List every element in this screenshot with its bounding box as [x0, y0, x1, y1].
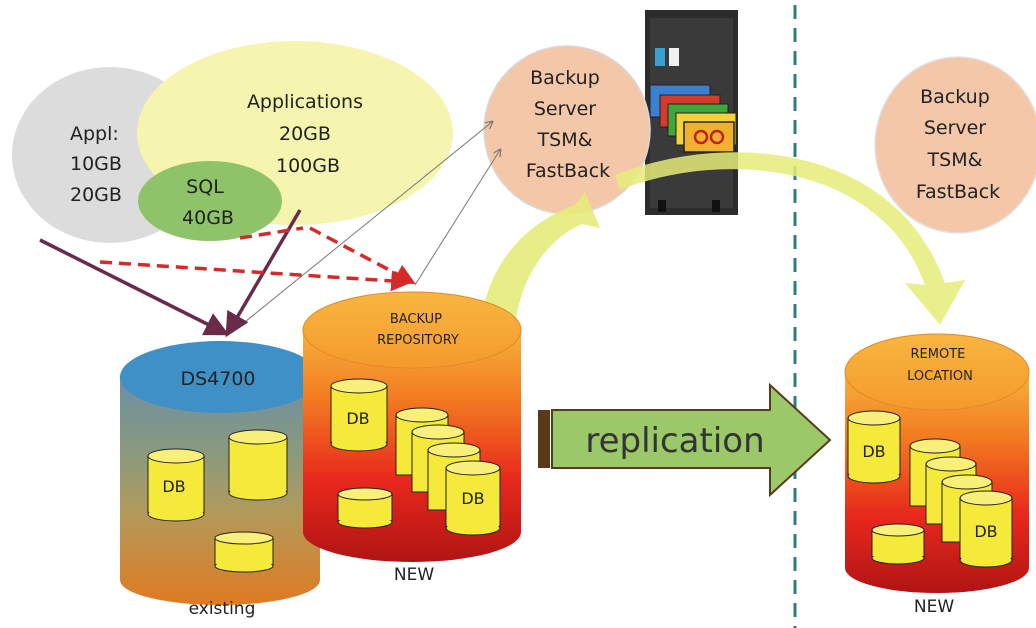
svg-text:Applications 20GB: Applications 20GB 100GB	[247, 91, 369, 177]
remote-label-line-1: REMOTE	[911, 347, 966, 362]
repo-caption: NEW	[394, 565, 434, 585]
db-label: DB	[974, 522, 997, 541]
dark-arrow-appl-to-ds4700	[39, 238, 230, 336]
replication-label: replication	[585, 421, 764, 461]
thin-arrow-appl-to-server	[234, 122, 492, 331]
tape-cartridges-icon	[649, 84, 737, 153]
db-cylinder: DB	[147, 448, 205, 522]
dashed-arrow-appl-to-repo	[99, 260, 413, 292]
svg-text:SQL 40GB: SQL 40GB	[182, 176, 234, 229]
remote-caption: NEW	[914, 597, 954, 617]
sql-line-2: 40GB	[182, 207, 234, 229]
db-cylinder: DB	[330, 378, 388, 452]
ds4700-cylinder: DS4700 DB existing	[120, 341, 320, 619]
backup-server-ellipse-left: Backup Server TSM& FastBack	[483, 45, 651, 215]
replication-arrow: replication	[538, 382, 832, 498]
backup-server-left-line-4: FastBack	[526, 160, 610, 182]
repo-label-line-1: BACKUP	[390, 312, 442, 327]
svg-text:REMOTE LOCATION: REMOTE LOCATION	[907, 347, 973, 384]
backup-server-left-line-1: Backup	[530, 67, 600, 89]
svg-text:Appl: 10GB 20GB: Appl: 10GB 20GB	[70, 123, 128, 206]
svg-text:BACKUP REPOSITORY: BACKUP REPOSITORY	[377, 312, 459, 348]
db-label: DB	[346, 409, 369, 428]
backup-server-left-line-2: Server	[534, 98, 596, 120]
appl-line-3: 20GB	[70, 184, 122, 206]
db-cylinder	[337, 487, 393, 529]
repo-label-line-2: REPOSITORY	[377, 333, 459, 348]
backup-server-ellipse-right: Backup Server TSM& FastBack	[874, 56, 1036, 234]
db-cylinder	[228, 429, 288, 501]
db-stack: DB	[909, 438, 1013, 568]
backup-server-right-line-1: Backup	[920, 86, 990, 108]
backup-server-left-line-3: TSM&	[537, 129, 593, 151]
curved-arrow-server-to-remote	[615, 152, 965, 325]
db-label: DB	[461, 489, 484, 508]
svg-text:Backup Server TSM&: Backup Server TSM& FastBack	[526, 67, 610, 182]
backup-server-right-line-4: FastBack	[916, 181, 1000, 203]
ds4700-label: DS4700	[180, 368, 255, 390]
appl-line-1: Appl:	[70, 123, 119, 145]
applications-line-1: Applications	[247, 91, 363, 113]
applications-line-3: 100GB	[276, 155, 340, 177]
remote-label-line-2: LOCATION	[907, 369, 973, 384]
applications-line-2: 20GB	[279, 123, 331, 145]
remote-location-cylinder: REMOTE LOCATION DB DB	[844, 333, 1030, 617]
backup-server-right-line-2: Server	[924, 117, 986, 139]
sql-line-1: SQL	[186, 176, 224, 198]
svg-text:Backup Server TSM&: Backup Server TSM& FastBack	[916, 86, 1000, 203]
curved-arrow-repo-to-server	[480, 192, 600, 330]
db-cylinder: DB	[847, 410, 901, 484]
db-label: DB	[862, 442, 885, 461]
db-label: DB	[162, 477, 185, 496]
dashed-arrow-sql-to-repo	[239, 226, 304, 240]
dashed-arrow-apps-to-repo	[309, 226, 416, 284]
backup-repository-cylinder: BACKUP REPOSITORY DB DB	[302, 291, 522, 585]
db-cylinder	[871, 523, 925, 565]
backup-server-right-line-3: TSM&	[927, 149, 983, 171]
db-stack: DB	[395, 407, 501, 536]
thin-arrow-repo-to-server	[414, 150, 500, 286]
db-cylinder	[214, 531, 274, 573]
ds4700-caption: existing	[189, 599, 256, 619]
sql-ellipse: SQL 40GB	[138, 161, 282, 241]
appl-line-2: 10GB	[70, 153, 122, 175]
